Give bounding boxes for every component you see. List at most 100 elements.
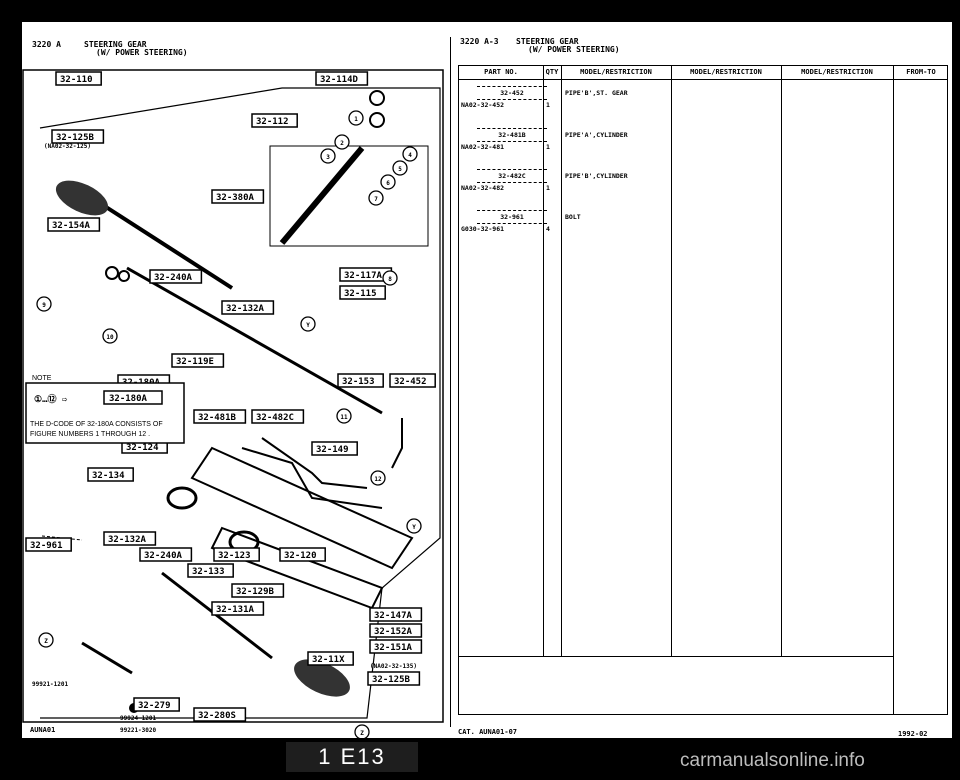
part-number: NA02-32-482	[461, 184, 505, 192]
page-divider	[450, 37, 451, 727]
ref-box: 32-482C	[477, 169, 547, 183]
label-na02-32-125: (NA02-32-125)	[44, 143, 91, 150]
callout-box	[51, 129, 105, 144]
label-99921-1201: 99921-1201	[32, 681, 69, 688]
callout-label: 32-481B	[198, 413, 237, 423]
figure-number-marker	[336, 408, 352, 424]
right-title-line2: (W/ POWER STEERING)	[528, 45, 620, 54]
note-text-line2: FIGURE NUMBERS 1 THROUGH 12 .	[30, 431, 150, 438]
header-model-restriction-1: MODEL/RESTRICTION	[580, 68, 652, 76]
date-footer: 1992-02	[898, 730, 928, 738]
ref-box: 32-452	[477, 86, 547, 100]
callout-box	[315, 71, 369, 86]
connection-letter-marker	[406, 518, 422, 534]
callout-box	[149, 269, 203, 284]
table-header-row: PART NO. QTY MODEL/RESTRICTION MODEL/RES…	[459, 66, 947, 80]
figure-number-marker-label: 1	[354, 116, 358, 123]
callout-box	[193, 409, 247, 424]
callout-box	[251, 113, 298, 128]
callout-label: 32-120	[284, 551, 317, 561]
figure-number-marker-label: 11	[340, 414, 348, 421]
note-title: NOTE	[32, 375, 52, 382]
col-divider	[561, 66, 562, 656]
callout-box	[55, 71, 102, 86]
callout-label: 32-117A	[344, 271, 383, 281]
figure-number-marker	[36, 296, 52, 312]
callout-box	[213, 547, 260, 562]
figure-number-marker-label: 7	[374, 196, 378, 203]
callout-box	[231, 583, 285, 598]
callout-box	[133, 697, 180, 712]
left-title-line1: STEERING GEAR	[84, 40, 147, 49]
callout-label: 32-124	[126, 443, 159, 453]
left-section-code: 3220 A	[32, 40, 61, 49]
part-description: PIPE'B',CYLINDER	[565, 172, 628, 180]
connection-letter-marker	[38, 632, 54, 648]
callout-label: 32-147A	[374, 611, 413, 621]
callout-label: 32-119E	[176, 357, 214, 367]
callout-box	[311, 441, 358, 456]
callout-label: 32-151A	[374, 643, 413, 653]
connection-letter-marker-label: Z	[360, 730, 364, 737]
table-bottom-rule	[459, 656, 893, 657]
callout-box	[211, 189, 265, 204]
note-arrow-target: 32-180A	[109, 394, 148, 404]
figure-number-marker-label: 8	[388, 276, 392, 283]
callout-label: 32-131A	[216, 605, 255, 615]
part-description: PIPE'B',ST. GEAR	[565, 89, 628, 97]
figure-number-marker	[334, 134, 350, 150]
callout-box	[389, 373, 436, 388]
figure-number-marker	[368, 190, 384, 206]
callout-box	[211, 601, 265, 616]
left-title-line2: (W/ POWER STEERING)	[96, 48, 188, 57]
figure-number-marker-label: 4	[408, 152, 412, 159]
quantity: 4	[546, 225, 550, 233]
part-description: PIPE'A',CYLINDER	[565, 131, 628, 139]
figure-number-marker	[402, 146, 418, 162]
catalog-page: 3220 A STEERING GEAR (W/ POWER STEERING)…	[22, 22, 952, 738]
callout-box	[193, 707, 247, 722]
note-text-line1: THE D-CODE OF 32-180A CONSISTS OF	[30, 421, 163, 428]
quantity: 1	[546, 184, 550, 192]
callout-label: 32-280S	[198, 711, 236, 721]
header-qty: QTY	[545, 68, 559, 76]
col-divider	[781, 66, 782, 656]
callout-box	[221, 300, 275, 315]
figure-number-marker-label: 6	[386, 180, 390, 187]
callout-box	[187, 563, 234, 578]
callout-box	[251, 409, 305, 424]
col-divider	[893, 66, 894, 714]
callout-box	[339, 285, 386, 300]
callout-box	[369, 623, 423, 638]
connection-letter-marker-label: Y	[412, 524, 416, 531]
part-number: G030-32-961	[461, 225, 505, 233]
callout-box	[337, 373, 384, 388]
label-na02-32-135: (NA02-32-135)	[370, 663, 417, 670]
callout-box	[47, 217, 101, 232]
figure-number-marker-label: 10	[106, 334, 114, 341]
figure-number-marker-label: 5	[398, 166, 402, 173]
figure-number-marker	[382, 270, 398, 286]
callout-label: 32-154A	[52, 221, 91, 231]
right-section-code: 3220 A-3	[460, 37, 499, 46]
callout-box	[369, 639, 423, 654]
header-part-no: PART NO.	[484, 68, 518, 76]
label-99221-3020: 99221-3020	[120, 727, 157, 734]
callout-label: 32-129B	[236, 587, 275, 597]
callout-label: 32-452	[394, 377, 427, 387]
callout-label: 32-961	[30, 541, 63, 551]
part-number: NA02-32-452	[461, 101, 505, 109]
part-description: BOLT	[565, 213, 581, 221]
figure-number-marker-label: 3	[326, 154, 330, 161]
header-model-restriction-2: MODEL/RESTRICTION	[690, 68, 762, 76]
callout-label: 32-133	[192, 567, 225, 577]
callout-box	[171, 353, 225, 368]
callout-label: 32-153	[342, 377, 375, 387]
quantity: 1	[546, 143, 550, 151]
figure-number-marker	[102, 328, 118, 344]
col-divider	[543, 66, 544, 656]
callout-label: 32-114D	[320, 75, 359, 85]
ref-box: 32-961	[477, 210, 547, 224]
figure-number-marker	[370, 470, 386, 486]
callout-label: 32-125B	[56, 133, 95, 143]
